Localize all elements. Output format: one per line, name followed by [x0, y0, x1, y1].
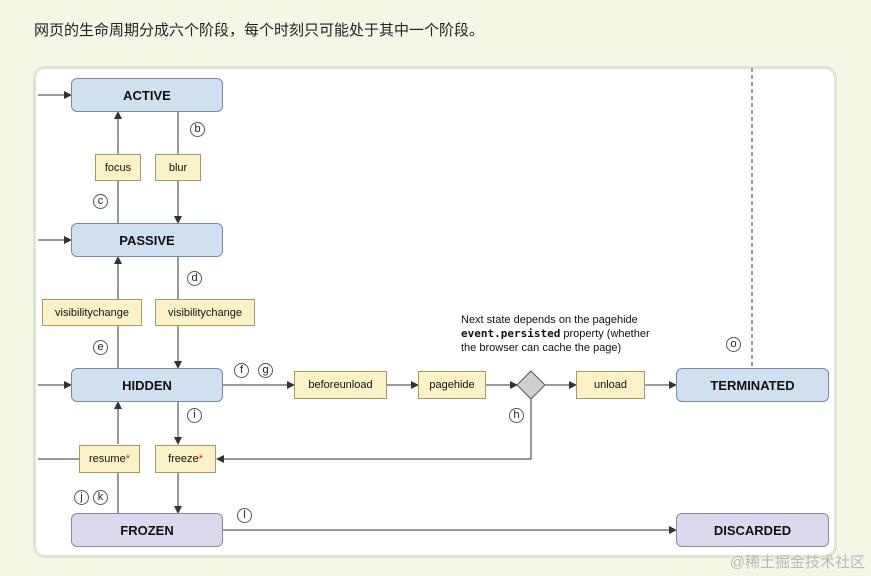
event-visibilitychange-up: visibilitychange — [42, 299, 142, 326]
marker-f: f — [234, 363, 249, 378]
marker-h: h — [509, 408, 524, 423]
asterisk-mark: * — [125, 453, 130, 465]
page-caption: 网页的生命周期分成六个阶段，每个时刻只可能处于其中一个阶段。 — [34, 22, 485, 39]
state-hidden: HIDDEN — [71, 368, 223, 402]
marker-b: b — [190, 122, 205, 137]
marker-i: i — [187, 408, 202, 423]
marker-d: d — [187, 271, 202, 286]
event-blur: blur — [155, 154, 201, 181]
marker-k: k — [93, 490, 108, 505]
note-line3: the browser can cache the page) — [461, 342, 622, 354]
event-visibilitychange-down: visibilitychange — [155, 299, 255, 326]
event-unload: unload — [576, 371, 645, 399]
event-focus: focus — [95, 154, 141, 181]
event-beforeunload: beforeunload — [294, 371, 387, 399]
note-line2: event.persisted property (whether — [461, 327, 650, 341]
event-freeze: freeze* — [155, 445, 216, 473]
state-passive: PASSIVE — [71, 223, 223, 257]
asterisk-mark: * — [198, 453, 203, 465]
marker-j: j — [74, 490, 89, 505]
marker-o: o — [726, 337, 741, 352]
marker-c: c — [93, 194, 108, 209]
state-discarded: DISCARDED — [676, 513, 829, 547]
event-pagehide: pagehide — [418, 371, 486, 399]
note-line2-rest: property (whether — [560, 328, 650, 340]
note-line1: Next state depends on the pagehide — [461, 314, 638, 326]
marker-e: e — [93, 340, 108, 355]
note-code: event.persisted — [461, 327, 561, 340]
pagehide-note: Next state depends on the pagehide event… — [461, 313, 650, 355]
state-active: ACTIVE — [71, 78, 223, 112]
state-frozen: FROZEN — [71, 513, 223, 547]
state-terminated: TERMINATED — [676, 368, 829, 402]
event-resume: resume* — [79, 445, 140, 473]
event-resume-label: resume — [89, 453, 126, 465]
event-freeze-label: freeze — [168, 453, 199, 465]
marker-l: l — [237, 508, 252, 523]
marker-g: g — [258, 363, 273, 378]
decision-diamond — [516, 370, 546, 400]
watermark: @稀土掘金技术社区 — [729, 554, 865, 571]
